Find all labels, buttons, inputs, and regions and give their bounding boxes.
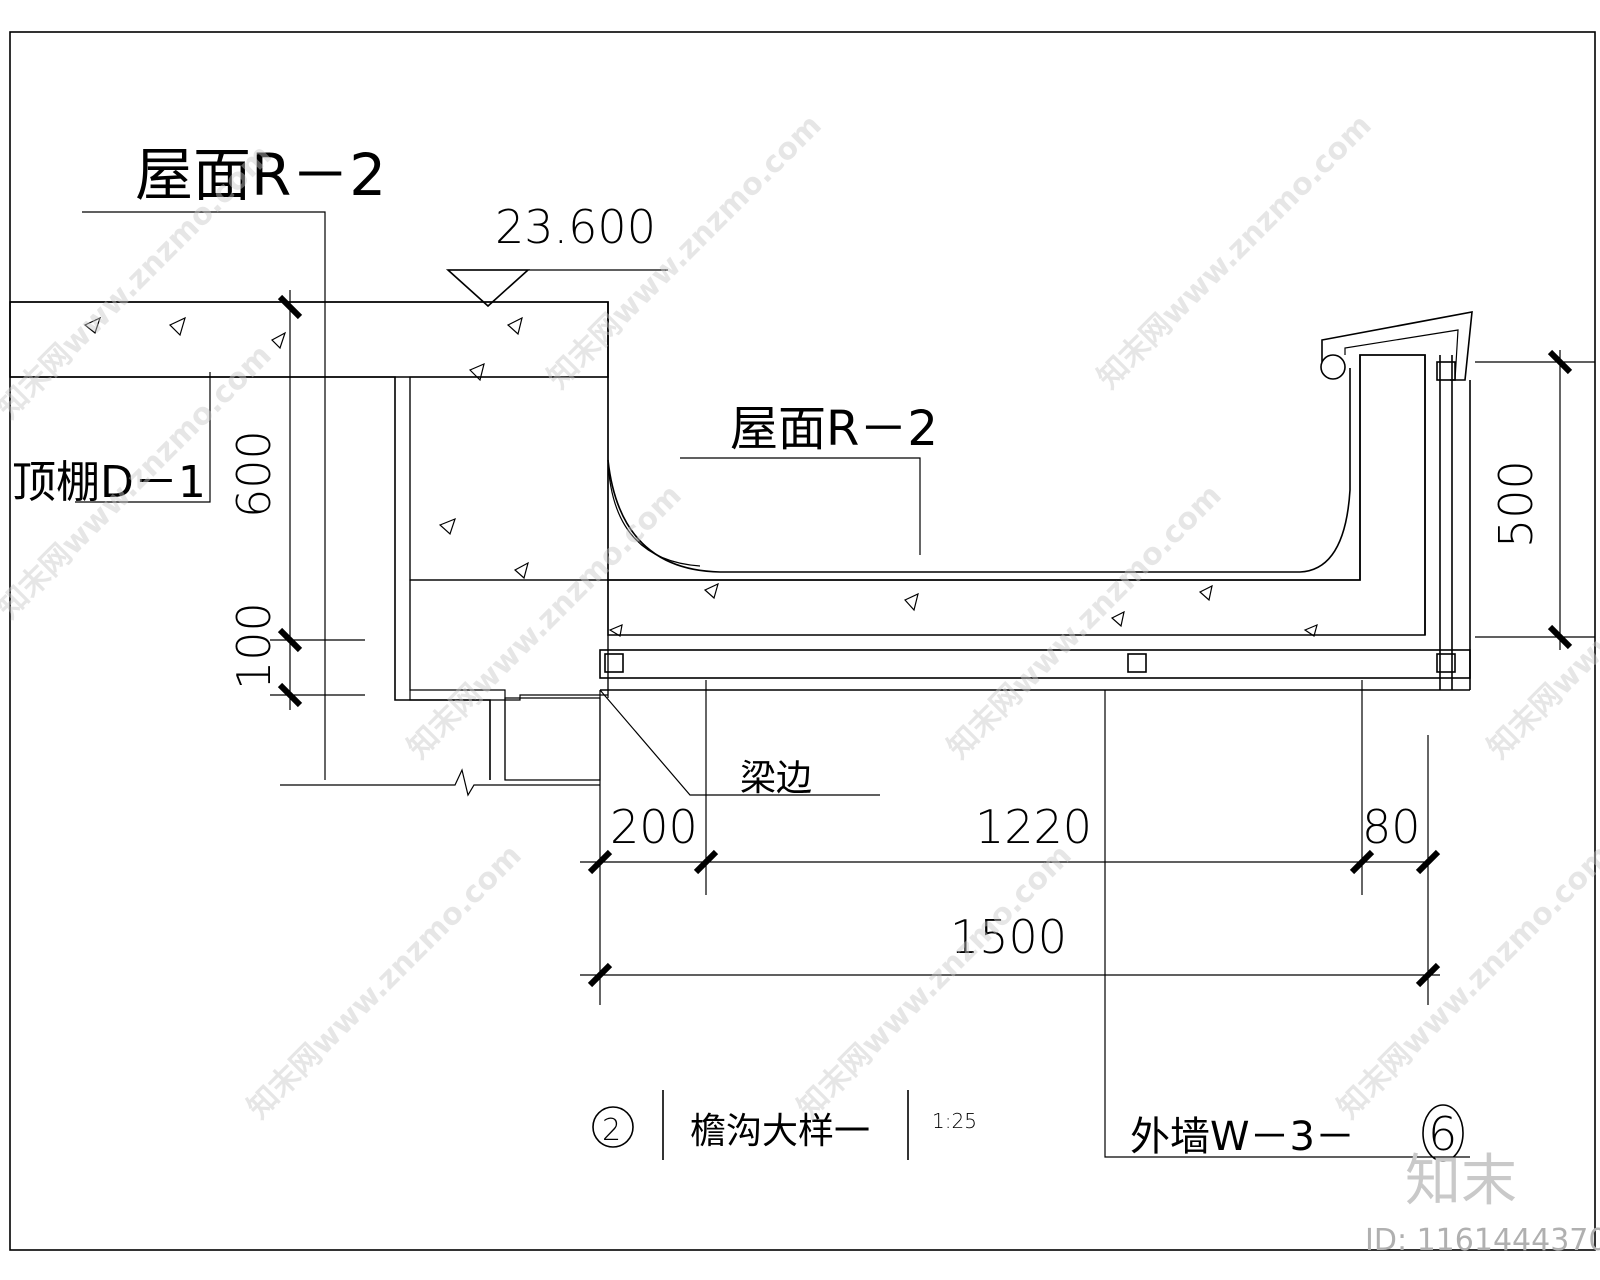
- leader-roof-gutter: [680, 457, 921, 555]
- dimension-vertical-right: [1475, 349, 1595, 650]
- dimension-1500: 1500: [950, 910, 1067, 964]
- exterior-wall-ref: 6: [1428, 1107, 1457, 1161]
- exterior-wall-label: 外墙W－3－: [1130, 1114, 1355, 1160]
- detail-symbol: [592, 1090, 1464, 1162]
- roof-label-top: 屋面R－2: [135, 141, 386, 209]
- beam-edge-label: 梁边: [740, 758, 812, 799]
- break-line: [280, 768, 600, 797]
- detail-number: 2: [602, 1113, 621, 1148]
- detail-scale: 1:25: [932, 1109, 977, 1133]
- elevation-marker: [445, 269, 668, 308]
- watermark-logo: 知末: [1405, 1149, 1517, 1214]
- watermark-text: 知末网www.znzmo.com: [1331, 838, 1600, 1126]
- detail-title: 檐沟大样一: [690, 1111, 870, 1152]
- cladding-band: [599, 361, 1471, 691]
- watermark-text: 知末网www.znzmo.com: [791, 838, 1079, 1126]
- dimension-80: 80: [1362, 800, 1421, 854]
- dimension-1220: 1220: [975, 800, 1092, 854]
- elevation-value: 23.600: [495, 200, 656, 254]
- dimension-600: 600: [227, 430, 281, 518]
- ceiling-label: 顶棚D－1: [12, 457, 206, 508]
- leader-roof-top: [82, 211, 326, 312]
- gutter-inner-curve: [607, 459, 701, 567]
- dimension-100: 100: [227, 602, 281, 690]
- gutter-lip: [1320, 311, 1473, 690]
- roof-label-gutter: 屋面R－2: [730, 401, 938, 457]
- dimension-200: 200: [610, 800, 698, 854]
- leader-beam-edge: [599, 689, 880, 796]
- section-outline: [10, 301, 1426, 780]
- gutter-bottom-slab: [607, 354, 1426, 636]
- gutter-waterproof-curve: [607, 368, 1351, 573]
- leader-exterior-wall: [1104, 690, 1470, 1158]
- dimension-vertical-left: [270, 290, 365, 780]
- watermark-text: 知末网www.znzmo.com: [241, 838, 529, 1126]
- watermark-text: 知末网www.znzmo.com: [1091, 108, 1379, 396]
- aggregate-marks: [83, 316, 1318, 637]
- leader-ceiling: [75, 372, 211, 503]
- watermark-text: 知末网www.znzmo.com: [941, 478, 1229, 766]
- dimension-horizontal-top: [580, 680, 1441, 1005]
- dimension-horizontal-bottom: [580, 962, 1441, 988]
- watermark-text: 知末网www.znzmo.com: [401, 478, 689, 766]
- watermark-id: ID: 1161444370: [1365, 1223, 1600, 1258]
- dimension-500: 500: [1489, 460, 1543, 548]
- drawing-frame: [9, 31, 1596, 1251]
